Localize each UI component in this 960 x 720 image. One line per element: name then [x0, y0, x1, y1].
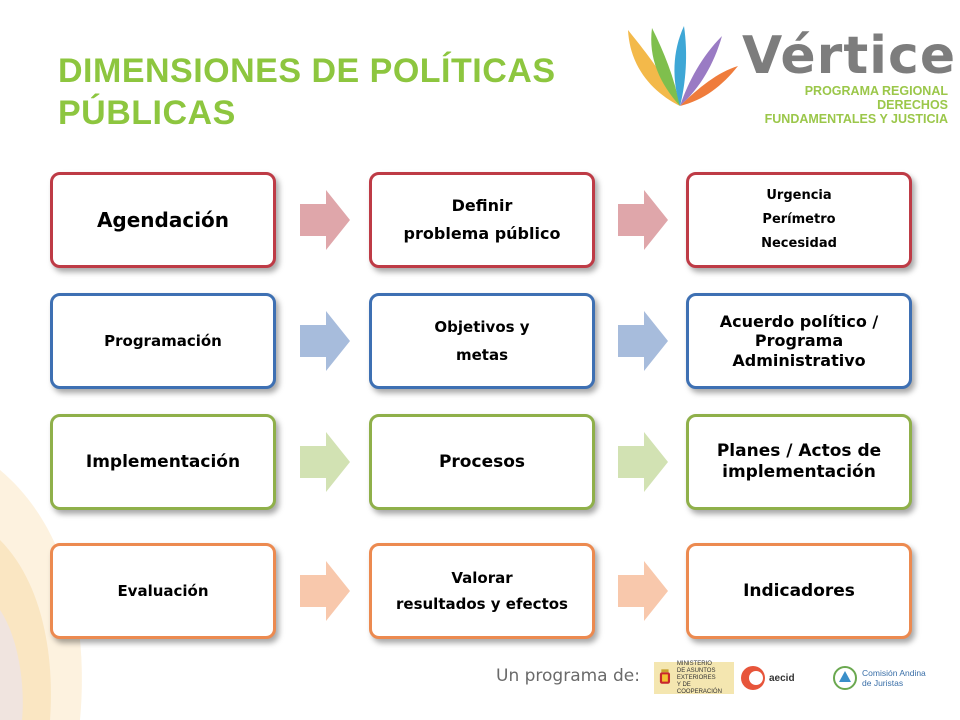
arrow-right-icon	[618, 561, 668, 621]
diagram-box-row2-middle: Objetivos y metas	[369, 293, 595, 389]
arrow-right-icon	[618, 190, 668, 250]
logo-name: Vértice	[742, 26, 957, 86]
box-text-line: Indicadores	[743, 580, 855, 601]
vertice-logo-icon	[628, 26, 738, 106]
ministerio-line-2: DE ASUNTOS EXTERIORES	[676, 667, 716, 681]
box-text-line: Administrativo	[732, 350, 866, 370]
comision-andina-icon	[833, 666, 857, 690]
box-text-line: Agendación	[96, 208, 230, 232]
arrow-right-icon	[300, 432, 350, 492]
ministerio-line-1: MINISTERIO	[676, 660, 712, 667]
box-text-line: Programa	[754, 331, 844, 351]
box-text-line: Valorar	[451, 568, 513, 587]
box-text-line: Objetivos y	[434, 317, 530, 336]
diagram-box-row2-left: Programación	[50, 293, 276, 389]
box-text-line: Necesidad	[761, 236, 837, 252]
box-text-line: Procesos	[438, 451, 526, 472]
ministerio-logo: MINISTERIO DE ASUNTOS EXTERIORES Y DE CO…	[654, 660, 734, 695]
box-text-line: Programación	[104, 332, 222, 350]
arrow-right-icon	[618, 432, 668, 492]
arrow-right-icon	[300, 311, 350, 371]
arrow-right-icon	[300, 561, 350, 621]
box-text-line: problema público	[403, 224, 561, 243]
logo-subtitle-line-2: FUNDAMENTALES Y JUSTICIA	[764, 112, 948, 126]
box-text-line: Perímetro	[762, 211, 836, 227]
box-text-line: Urgencia	[766, 187, 832, 203]
title-line-2: PÚBLICAS	[58, 94, 236, 132]
diagram-box-row1-left: Agendación	[50, 172, 276, 268]
diagram-box-row4-middle: Valorar resultados y efectos	[369, 543, 595, 639]
ministerio-line-3: Y DE COOPERACIÓN	[676, 681, 722, 695]
box-text-line: Definir	[451, 196, 513, 215]
box-text-line: Planes / Actos de	[716, 440, 882, 461]
aecid-label: aecid	[769, 672, 795, 684]
diagram-box-row3-left: Implementación	[50, 414, 276, 510]
diagram-box-row4-right: Indicadores	[686, 543, 912, 639]
box-text-line: Implementación	[85, 451, 241, 472]
title-line-1: DIMENSIONES DE POLÍTICAS	[58, 52, 556, 90]
arrow-right-icon	[618, 311, 668, 371]
arrow-right-icon	[300, 190, 350, 250]
logo-subtitle: PROGRAMA REGIONAL DERECHOS FUNDAMENTALES…	[758, 84, 948, 126]
box-text-line: implementación	[722, 462, 876, 482]
diagram-box-row3-middle: Procesos	[369, 414, 595, 510]
page-title: DIMENSIONES DE POLÍTICAS PÚBLICAS	[58, 50, 578, 134]
aecid-c-icon	[741, 666, 765, 690]
spain-coat-of-arms-icon	[659, 669, 671, 684]
footer-label: Un programa de:	[496, 666, 640, 686]
box-text-line: Acuerdo político /	[719, 312, 879, 332]
box-text-line: metas	[455, 346, 509, 364]
aecid-logo: aecid	[740, 662, 806, 694]
diagram-box-row1-middle: Definir problema público	[369, 172, 595, 268]
diagram-box-row4-left: Evaluación	[50, 543, 276, 639]
comision-line-2: de Juristas	[862, 678, 904, 688]
box-text-line: Evaluación	[117, 582, 209, 600]
comision-andina-logo: Comisión Andina de Juristas	[832, 662, 942, 694]
box-text-line: resultados y efectos	[396, 595, 568, 613]
comision-line-1: Comisión Andina	[862, 668, 926, 678]
logo-subtitle-line-1: PROGRAMA REGIONAL DERECHOS	[804, 84, 948, 112]
